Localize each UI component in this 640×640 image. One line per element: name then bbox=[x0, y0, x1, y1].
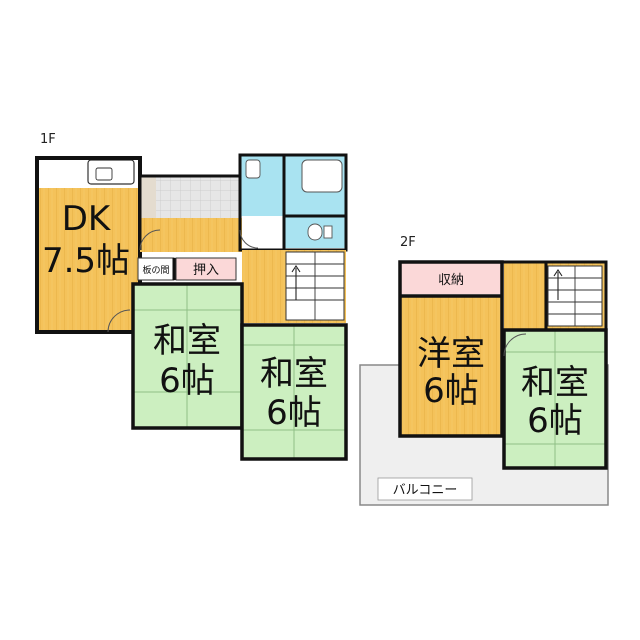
hallway bbox=[140, 218, 242, 252]
kitchen-sink bbox=[87, 159, 135, 185]
room-shuno bbox=[400, 262, 502, 294]
itanoma-label: 板の間 bbox=[142, 264, 169, 276]
toilet-icon bbox=[307, 223, 323, 241]
floor-label-2f: 2F bbox=[400, 235, 416, 250]
youshitsu-size: 6帖 bbox=[423, 371, 479, 411]
washitsu-c-name: 和室 bbox=[521, 363, 589, 403]
balcony-label: バルコニー bbox=[393, 483, 458, 498]
floor-label-1f: 1F bbox=[40, 132, 56, 147]
washitsu-b-name: 和室 bbox=[260, 354, 328, 394]
youshitsu-name: 洋室 bbox=[417, 334, 485, 374]
stair-arrow-icon bbox=[291, 265, 301, 300]
entrance-tile bbox=[140, 176, 242, 218]
shuno-label: 収納 bbox=[438, 273, 464, 288]
washitsu-a-name: 和室 bbox=[153, 321, 221, 361]
washitsu-c-size: 6帖 bbox=[527, 401, 583, 441]
bathtub-icon bbox=[301, 159, 343, 193]
room-oshiire bbox=[175, 257, 237, 281]
dk-name: DK bbox=[62, 199, 112, 239]
stair-arrow-icon bbox=[553, 269, 563, 300]
washitsu-b-size: 6帖 bbox=[266, 393, 322, 433]
oshiire-label: 押入 bbox=[193, 263, 219, 278]
room-youshitsu bbox=[400, 296, 502, 436]
washbasin bbox=[245, 159, 261, 179]
dk-size: 7.5帖 bbox=[42, 241, 130, 281]
washitsu-a-size: 6帖 bbox=[159, 361, 215, 401]
